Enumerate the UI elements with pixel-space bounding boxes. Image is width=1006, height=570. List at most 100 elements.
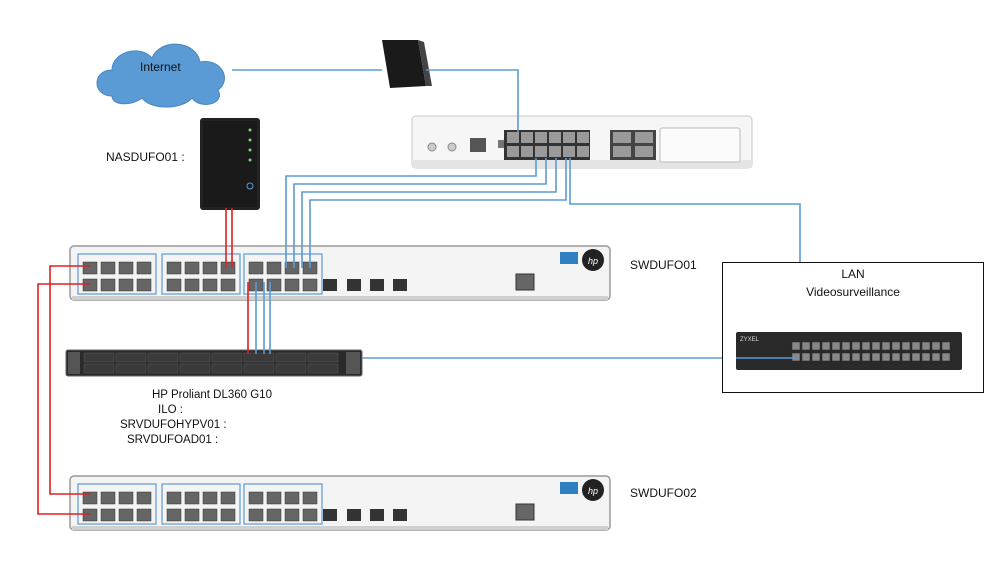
rj45-port [136, 491, 152, 505]
rj45-port [166, 278, 182, 292]
cloud-icon [96, 43, 225, 108]
zyxel-port [891, 341, 901, 351]
zyxel-port [901, 352, 911, 362]
zyxel-port [801, 352, 811, 362]
zyxel-port [791, 341, 801, 351]
zyxel-port [851, 341, 861, 351]
rj45-port [100, 261, 116, 275]
rj45-port [82, 278, 98, 292]
zyxel-port [901, 341, 911, 351]
rj45-port [302, 491, 318, 505]
rj45-port [202, 508, 218, 522]
rj45-port [202, 491, 218, 505]
rj45-port [100, 491, 116, 505]
port-group-frame [243, 253, 323, 295]
rj45-port [248, 491, 264, 505]
rj45-port [184, 508, 200, 522]
zyxel-port [941, 341, 951, 351]
zyxel-port [871, 352, 881, 362]
rj45-port [136, 508, 152, 522]
zyxel-port [921, 341, 931, 351]
zyxel-switch-icon: ZYXEL [736, 332, 962, 370]
rj45-port [284, 508, 300, 522]
zyxel-port [931, 341, 941, 351]
switch2-sfp [323, 503, 535, 521]
zyxel-port [841, 341, 851, 351]
nas-label: NASDUFO01 : [106, 150, 185, 164]
zyxel-port [791, 352, 801, 362]
hp-logo-icon: hp [560, 479, 604, 501]
rj45-port [166, 508, 182, 522]
zyxel-port [811, 352, 821, 362]
zyxel-port [801, 341, 811, 351]
rj45-port [118, 278, 134, 292]
rj45-port [266, 508, 282, 522]
zyxel-port [871, 341, 881, 351]
switch2-label: SWDUFO02 [630, 486, 697, 500]
firewall-icon [411, 115, 753, 169]
zyxel-port [831, 341, 841, 351]
rj45-port [118, 491, 134, 505]
rj45-port [266, 278, 282, 292]
rj45-port [82, 261, 98, 275]
zyxel-port [881, 341, 891, 351]
port-group-frame [243, 483, 323, 525]
zyxel-port [821, 341, 831, 351]
rj45-port [136, 261, 152, 275]
rj45-port [302, 508, 318, 522]
rj45-port [266, 261, 282, 275]
zyxel-port [831, 352, 841, 362]
rj45-port [220, 508, 236, 522]
links-blue [232, 69, 801, 359]
zyxel-port [841, 352, 851, 362]
zyxel-port [921, 352, 931, 362]
server-icon [65, 349, 363, 377]
port-group-frame [161, 483, 241, 525]
links-red [37, 208, 249, 515]
port-group-frame [77, 253, 157, 295]
zyxel-brand: ZYXEL [740, 337, 760, 343]
port-group-frame [77, 483, 157, 525]
rj45-port [100, 278, 116, 292]
rj45-port [184, 261, 200, 275]
rj45-port [82, 491, 98, 505]
rj45-port [220, 278, 236, 292]
rj45-port [118, 261, 134, 275]
rj45-port [166, 491, 182, 505]
zyxel-port [861, 352, 871, 362]
rj45-port [220, 261, 236, 275]
server-hyperv-label: SRVDUFOHYPV01 : [120, 419, 227, 431]
zyxel-port [821, 352, 831, 362]
port-group-frame [161, 253, 241, 295]
rj45-port [184, 278, 200, 292]
server-ilo-label: ILO : [158, 404, 183, 416]
rj45-port [248, 261, 264, 275]
zyxel-port [861, 341, 871, 351]
rj45-port [266, 491, 282, 505]
zyxel-port [881, 352, 891, 362]
switch1-sfp [323, 273, 535, 291]
svg-text:hp: hp [588, 486, 598, 496]
zyxel-ports [791, 341, 951, 362]
rj45-port [220, 491, 236, 505]
nas-icon [200, 118, 260, 210]
rj45-port [202, 278, 218, 292]
rj45-port [202, 261, 218, 275]
zyxel-port [891, 352, 901, 362]
zyxel-port [911, 352, 921, 362]
server-model-label: HP Proliant DL360 G10 [152, 389, 272, 401]
rj45-port [118, 508, 134, 522]
lan-title: LAN [841, 267, 865, 281]
modem-icon [382, 40, 432, 88]
zyxel-port [811, 341, 821, 351]
switch2-ports [77, 483, 323, 525]
zyxel-port [931, 352, 941, 362]
rj45-port [284, 491, 300, 505]
rj45-port [136, 278, 152, 292]
rj45-port [184, 491, 200, 505]
rj45-port [82, 508, 98, 522]
server-ad-label: SRVDUFOAD01 : [127, 434, 219, 446]
rj45-port [100, 508, 116, 522]
switch1-label: SWDUFO01 [630, 258, 697, 272]
